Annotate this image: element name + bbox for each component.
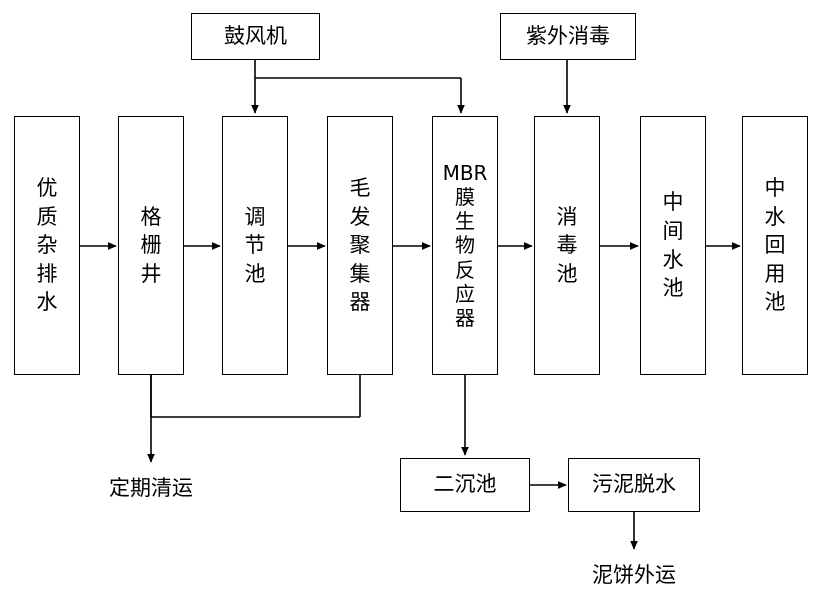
node-disinfection-tank[interactable]: 消毒池 xyxy=(534,116,600,375)
node-secondary-clarifier-label: 二沉池 xyxy=(433,472,497,497)
node-uv-disinfection[interactable]: 紫外消毒 xyxy=(500,13,636,60)
node-equalization-tank-label: 调节池 xyxy=(244,204,266,286)
label-periodic-removal: 定期清运 xyxy=(109,476,193,500)
node-intermediate-tank-label: 中间水池 xyxy=(662,190,684,301)
node-hair-collector[interactable]: 毛发聚集器 xyxy=(327,116,393,375)
node-grit-chamber[interactable]: 格栅井 xyxy=(118,116,184,375)
node-reuse-tank-label: 中水回用池 xyxy=(764,176,786,315)
node-intermediate-tank[interactable]: 中间水池 xyxy=(640,116,706,375)
node-grit-chamber-label: 格栅井 xyxy=(140,204,162,286)
node-sludge-dewatering[interactable]: 污泥脱水 xyxy=(568,458,700,512)
node-reuse-tank[interactable]: 中水回用池 xyxy=(742,116,808,375)
node-influent-label: 优质杂排水 xyxy=(36,176,58,315)
node-secondary-clarifier[interactable]: 二沉池 xyxy=(400,458,530,512)
node-influent[interactable]: 优质杂排水 xyxy=(14,116,80,375)
node-equalization-tank[interactable]: 调节池 xyxy=(222,116,288,375)
node-sludge-dewatering-label: 污泥脱水 xyxy=(592,472,676,497)
node-hair-collector-label: 毛发聚集器 xyxy=(349,176,371,315)
label-cake-transport: 泥饼外运 xyxy=(592,563,676,587)
node-blower-label: 鼓风机 xyxy=(224,23,287,48)
node-blower[interactable]: 鼓风机 xyxy=(191,13,320,60)
node-uv-disinfection-label: 紫外消毒 xyxy=(526,23,610,48)
node-disinfection-tank-label: 消毒池 xyxy=(556,204,578,286)
